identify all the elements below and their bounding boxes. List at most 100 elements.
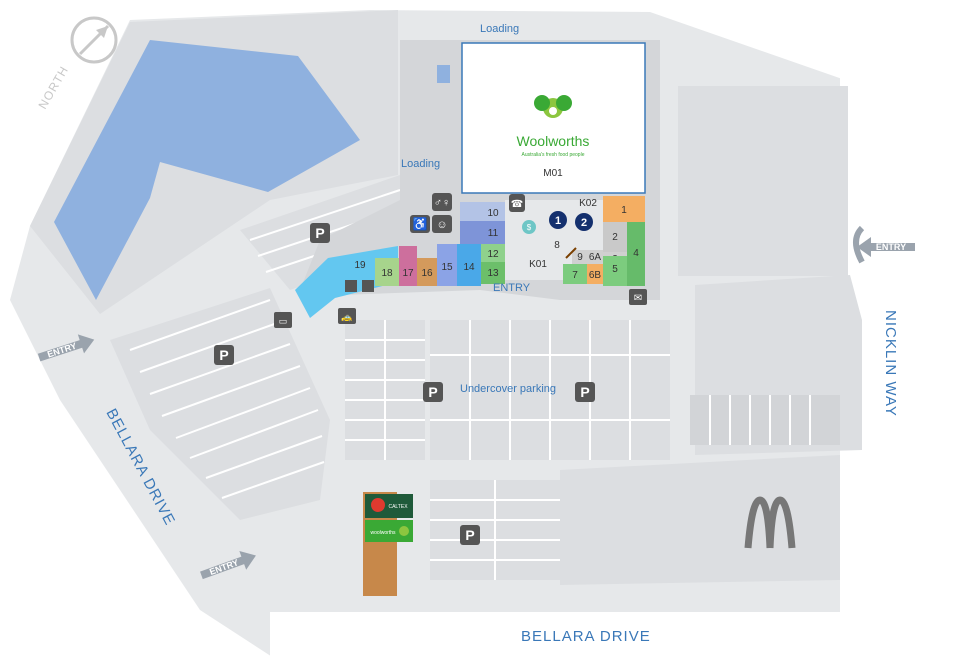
mid-car-park xyxy=(345,320,425,460)
phone-icon[interactable]: ☎ xyxy=(509,194,525,212)
ne-building xyxy=(678,86,848,276)
parking-north-glyph: P xyxy=(315,225,324,241)
unit-1-label: 1 xyxy=(621,205,627,216)
parking-ucl-glyph: P xyxy=(428,384,437,400)
unit-5-label: 5 xyxy=(612,264,618,275)
undercover-car-park xyxy=(430,320,670,460)
unit-8-shape xyxy=(548,236,568,252)
taxi-icon[interactable]: 🚕 xyxy=(338,308,356,324)
parking-icon-north[interactable]: P xyxy=(310,223,330,243)
info-point-1-label: 1 xyxy=(555,215,561,227)
parking-icon-west[interactable]: P xyxy=(214,345,234,365)
bus-glyph: ▭ xyxy=(279,316,288,326)
unit-18-shape xyxy=(375,258,399,286)
parents-room-icon[interactable]: ☺ xyxy=(432,215,452,233)
service-station: CALTEX woolworths xyxy=(363,492,413,596)
atm-icon[interactable]: $ xyxy=(522,220,536,234)
unit-6b-label: 6B xyxy=(589,270,602,281)
accessible-toilet-icon[interactable]: ♿ xyxy=(410,215,430,233)
anchor-unit-label: M01 xyxy=(543,168,563,179)
woolworths-tagline: Australia's fresh food people xyxy=(522,152,585,158)
toilets-icon[interactable]: ♂♀ xyxy=(432,193,452,211)
unit-4[interactable]: 4 xyxy=(627,222,645,286)
kiosk-k01[interactable]: K01 xyxy=(529,259,547,270)
info-point-2[interactable]: 2 xyxy=(575,213,593,231)
parking-ucr-glyph: P xyxy=(580,384,589,400)
unit-9-label: 9 xyxy=(577,252,583,263)
unit-13[interactable]: 13 xyxy=(481,262,505,284)
woolworths-petrol-label: woolworths xyxy=(370,530,396,536)
undercover-parking-label: Undercover parking xyxy=(460,383,556,395)
unit-16[interactable]: 16 xyxy=(417,258,437,286)
unit-10[interactable]: 10 xyxy=(460,202,505,221)
unit-15-label: 15 xyxy=(441,262,453,273)
nicklin-way-label: NICKLIN WAY xyxy=(882,310,899,417)
unit-2-shape xyxy=(603,222,627,252)
unit-1[interactable]: 1 xyxy=(603,196,645,222)
mailbox-icon[interactable]: ✉ xyxy=(629,289,647,305)
unit-17-label: 17 xyxy=(402,268,414,279)
unit-9[interactable]: 9 xyxy=(572,250,587,264)
unit-11[interactable]: 11 xyxy=(460,221,505,244)
parking-icon-undercover-left[interactable]: P xyxy=(423,382,443,402)
unit-7-label: 7 xyxy=(572,270,578,281)
unit-1-shape xyxy=(603,196,645,222)
entry-arrow-east[interactable]: ENTRY xyxy=(857,237,915,257)
unit-6a-label: 6A xyxy=(589,252,602,263)
parking-icon-south[interactable]: P xyxy=(460,525,480,545)
entry-curve-east xyxy=(853,225,865,264)
unit-19-label: 19 xyxy=(354,260,366,271)
unit-9-shape xyxy=(572,250,587,264)
unit-2-label: 2 xyxy=(612,232,618,243)
unit-5[interactable]: 5 xyxy=(603,256,627,286)
unit-6b[interactable]: 6B xyxy=(587,264,603,284)
loading-label-top: Loading xyxy=(480,23,519,35)
bellara-drive-road-south xyxy=(270,612,870,662)
taxi-glyph: 🚕 xyxy=(341,312,352,322)
mailbox-glyph: ✉ xyxy=(634,293,642,304)
info-point-1[interactable]: 1 xyxy=(549,211,567,229)
woolworths-petrol-sign xyxy=(365,520,413,542)
unit-10-shape xyxy=(460,202,505,221)
unit-7-shape xyxy=(563,264,587,284)
west-car-park xyxy=(110,288,330,520)
unit-2[interactable]: 2 xyxy=(603,222,627,252)
unit-6b-shape xyxy=(587,264,603,284)
woolworths-logo-icon xyxy=(534,95,572,118)
accessible-glyph: ♿ xyxy=(413,217,428,231)
phone-glyph: ☎ xyxy=(511,199,523,210)
unit-7[interactable]: 7 xyxy=(563,264,587,284)
caltex-star-icon xyxy=(371,498,385,512)
unit-8[interactable]: 8 xyxy=(548,236,568,252)
caltex-label: CALTEX xyxy=(388,504,408,510)
unit-13-shape xyxy=(481,262,505,284)
mcdonalds-block xyxy=(560,455,840,585)
unit-8-label: 8 xyxy=(554,240,560,251)
unit-4-label: 4 xyxy=(633,248,639,259)
mcdonalds-logo-icon[interactable] xyxy=(744,496,796,549)
lift-icon[interactable] xyxy=(345,280,374,292)
unit-6a[interactable]: 6A xyxy=(587,250,603,264)
unit-13-label: 13 xyxy=(487,268,499,279)
bellara-drive-south-label: BELLARA DRIVE xyxy=(521,628,651,645)
escalator-icon[interactable] xyxy=(565,247,577,259)
unit-16-label: 16 xyxy=(421,268,433,279)
unit-5-shape xyxy=(603,256,627,286)
unit-18[interactable]: 18 xyxy=(375,258,399,286)
woolworths-brand: Woolworths xyxy=(517,133,590,149)
kiosk-k02[interactable]: K02 xyxy=(579,198,597,209)
unit-15[interactable]: 15 xyxy=(437,244,457,286)
bus-icon[interactable]: ▭ xyxy=(274,312,292,328)
warehouse-block xyxy=(30,10,398,314)
unit-17-shape xyxy=(399,246,417,286)
unit-6a-shape xyxy=(587,250,603,264)
unit-14[interactable]: 14 xyxy=(457,244,481,286)
unit-17[interactable]: 17 xyxy=(399,246,417,286)
toilets-glyph: ♂♀ xyxy=(434,197,451,209)
parking-icon-undercover-right[interactable]: P xyxy=(575,382,595,402)
mall-entry-label: ENTRY xyxy=(493,282,531,294)
unit-12[interactable]: 12 xyxy=(481,244,505,262)
unit-18-label: 18 xyxy=(381,268,393,279)
atm-glyph: $ xyxy=(527,223,532,232)
